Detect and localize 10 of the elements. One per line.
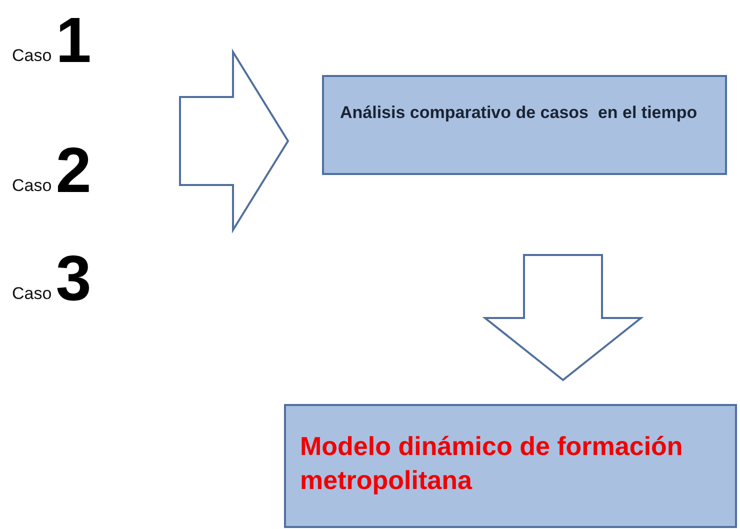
block-arrow [482,254,644,382]
case-number: 3 [56,246,92,310]
case-label: Caso [12,46,52,66]
case-label: Caso [12,284,52,304]
case-label: Caso [12,176,52,196]
case-number: 1 [56,8,92,72]
block-arrow [179,48,290,234]
process-box: Análisis comparativo de casos en el tiempo [322,75,727,175]
case-number: 2 [56,138,92,202]
result-box: Modelo dinámico de formación metropolitana [284,404,737,528]
